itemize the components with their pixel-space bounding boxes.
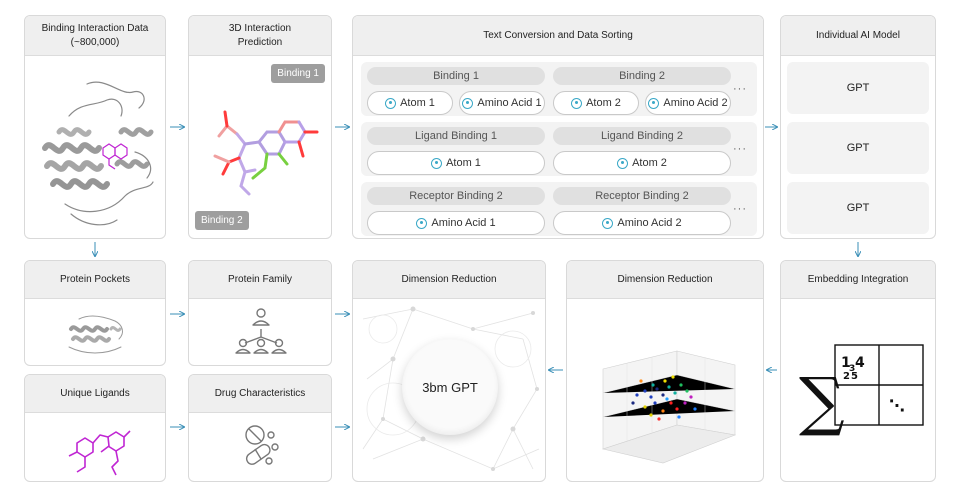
panel-dimension-reduction-main: Dimension Reduction 3bm GPT xyxy=(352,260,546,482)
panel-header: Embedding Integration xyxy=(781,261,935,299)
atom-icon xyxy=(571,97,583,109)
amino-acid-pill: Amino Acid 1 xyxy=(459,91,545,115)
panel-title: Text Conversion and Data Sorting xyxy=(483,29,633,41)
panel-dimension-reduction-scatter: Dimension Reduction xyxy=(566,260,764,482)
gpt-model-box: GPT xyxy=(787,182,929,234)
panel-title: Embedding Integration xyxy=(807,273,909,285)
receptor-binding-row: Receptor Binding 2 Amino Acid 1 Receptor… xyxy=(361,182,757,236)
panel-unique-ligands: Unique Ligands xyxy=(24,374,166,482)
panel-header: Dimension Reduction xyxy=(353,261,545,299)
binding-row: Binding 1 Atom 1 Amino Acid 1 Binding 2 … xyxy=(361,62,757,116)
panel-protein-pockets: Protein Pockets xyxy=(24,260,166,366)
panel-header: Unique Ligands xyxy=(25,375,165,413)
3d-scatter-plot xyxy=(601,350,737,464)
matrix-ellipsis: ⋱ xyxy=(889,396,905,415)
amino-acid-icon xyxy=(648,97,660,109)
panel-header: Individual AI Model xyxy=(781,16,935,56)
row-label: Binding 1 xyxy=(367,67,545,85)
row-label: Ligand Binding 2 xyxy=(553,127,731,145)
atom-pill: Atom 1 xyxy=(367,91,453,115)
panel-header: Dimension Reduction xyxy=(567,261,763,299)
matrix-numeral: 1 xyxy=(841,355,851,371)
sum-matrix-icon: ∑ 1 3 4 2 5 ⋱ xyxy=(799,344,924,439)
panel-title: Dimension Reduction xyxy=(617,273,713,285)
matrix-numeral: 3 xyxy=(849,364,855,374)
panel-title-line-1: Binding Interaction Data xyxy=(41,22,149,34)
panel-text-conversion: Text Conversion and Data Sorting Binding… xyxy=(352,15,764,239)
atom-icon xyxy=(385,97,397,109)
panel-title-line-2: (~800,000) xyxy=(70,36,120,48)
panel-protein-family: Protein Family xyxy=(188,260,332,366)
hierarchy-icon xyxy=(235,308,287,354)
row-label: Binding 2 xyxy=(553,67,731,85)
panel-header: Protein Pockets xyxy=(25,261,165,299)
protein-structure-image xyxy=(42,81,154,226)
svg-text:∑: ∑ xyxy=(799,365,845,439)
gpt-model-box: GPT xyxy=(787,122,929,174)
atom-icon xyxy=(431,157,443,169)
atom-icon xyxy=(617,157,629,169)
protein-pocket-image xyxy=(68,315,123,354)
matrix-numeral: 2 xyxy=(843,371,850,382)
panel-title: Individual AI Model xyxy=(816,29,900,41)
center-label: 3bm GPT xyxy=(422,379,478,395)
panel-title: Dimension Reduction xyxy=(401,273,497,285)
amino-acid-icon xyxy=(462,97,474,109)
atom-pill: Atom 1 xyxy=(367,151,545,175)
more-ellipsis: ··· xyxy=(733,203,747,215)
panel-header: Protein Family xyxy=(189,261,331,299)
atom-pill: Atom 2 xyxy=(553,151,731,175)
panel-title: Protein Pockets xyxy=(59,273,131,285)
amino-acid-pill: Amino Acid 2 xyxy=(645,91,731,115)
row-label: Receptor Binding 2 xyxy=(553,187,731,205)
gpt-model-box: GPT xyxy=(787,62,929,114)
panel-3d-interaction-prediction: 3D Interaction Prediction Binding 1 Bind… xyxy=(188,15,332,239)
atom-pill: Atom 2 xyxy=(553,91,639,115)
ligand-3d-model xyxy=(213,110,319,196)
panel-title: Protein Family xyxy=(228,273,292,285)
panel-embedding-integration: Embedding Integration ∑ 1 3 4 2 5 ⋱ xyxy=(780,260,936,482)
more-ellipsis: ··· xyxy=(733,83,747,95)
panel-drug-characteristics: Drug Characteristics xyxy=(188,374,332,482)
more-ellipsis: ··· xyxy=(733,143,747,155)
row-label: Ligand Binding 1 xyxy=(367,127,545,145)
panel-header: 3D Interaction Prediction xyxy=(189,16,331,56)
gpt-circle: 3bm GPT xyxy=(402,339,498,435)
panel-individual-ai-model: Individual AI Model GPT GPT GPT xyxy=(780,15,936,239)
matrix-numeral: 4 xyxy=(855,355,865,371)
row-label: Receptor Binding 2 xyxy=(367,187,545,205)
panel-title: Drug Characteristics xyxy=(214,387,306,399)
amino-acid-pill: Amino Acid 1 xyxy=(367,211,545,235)
pills-icon xyxy=(245,425,279,465)
panel-header: Binding Interaction Data (~800,000) xyxy=(25,16,165,56)
binding-2-tag: Binding 2 xyxy=(195,211,249,230)
panel-title: Unique Ligands xyxy=(60,387,130,399)
amino-acid-icon xyxy=(602,217,614,229)
matrix-numeral: 5 xyxy=(851,371,858,382)
ligand-structure-image xyxy=(68,430,131,476)
panel-header: Drug Characteristics xyxy=(189,375,331,413)
network-background xyxy=(362,306,540,471)
amino-acid-pill: Amino Acid 2 xyxy=(553,211,731,235)
panel-header: Text Conversion and Data Sorting xyxy=(353,16,763,56)
panel-title-line-1: 3D Interaction xyxy=(228,22,292,34)
ligand-binding-row: Ligand Binding 1 Atom 1 Ligand Binding 2… xyxy=(361,122,757,176)
amino-acid-icon xyxy=(416,217,428,229)
panel-binding-interaction-data: Binding Interaction Data (~800,000) xyxy=(24,15,166,239)
binding-1-tag: Binding 1 xyxy=(271,64,325,83)
panel-title-line-2: Prediction xyxy=(237,36,283,48)
